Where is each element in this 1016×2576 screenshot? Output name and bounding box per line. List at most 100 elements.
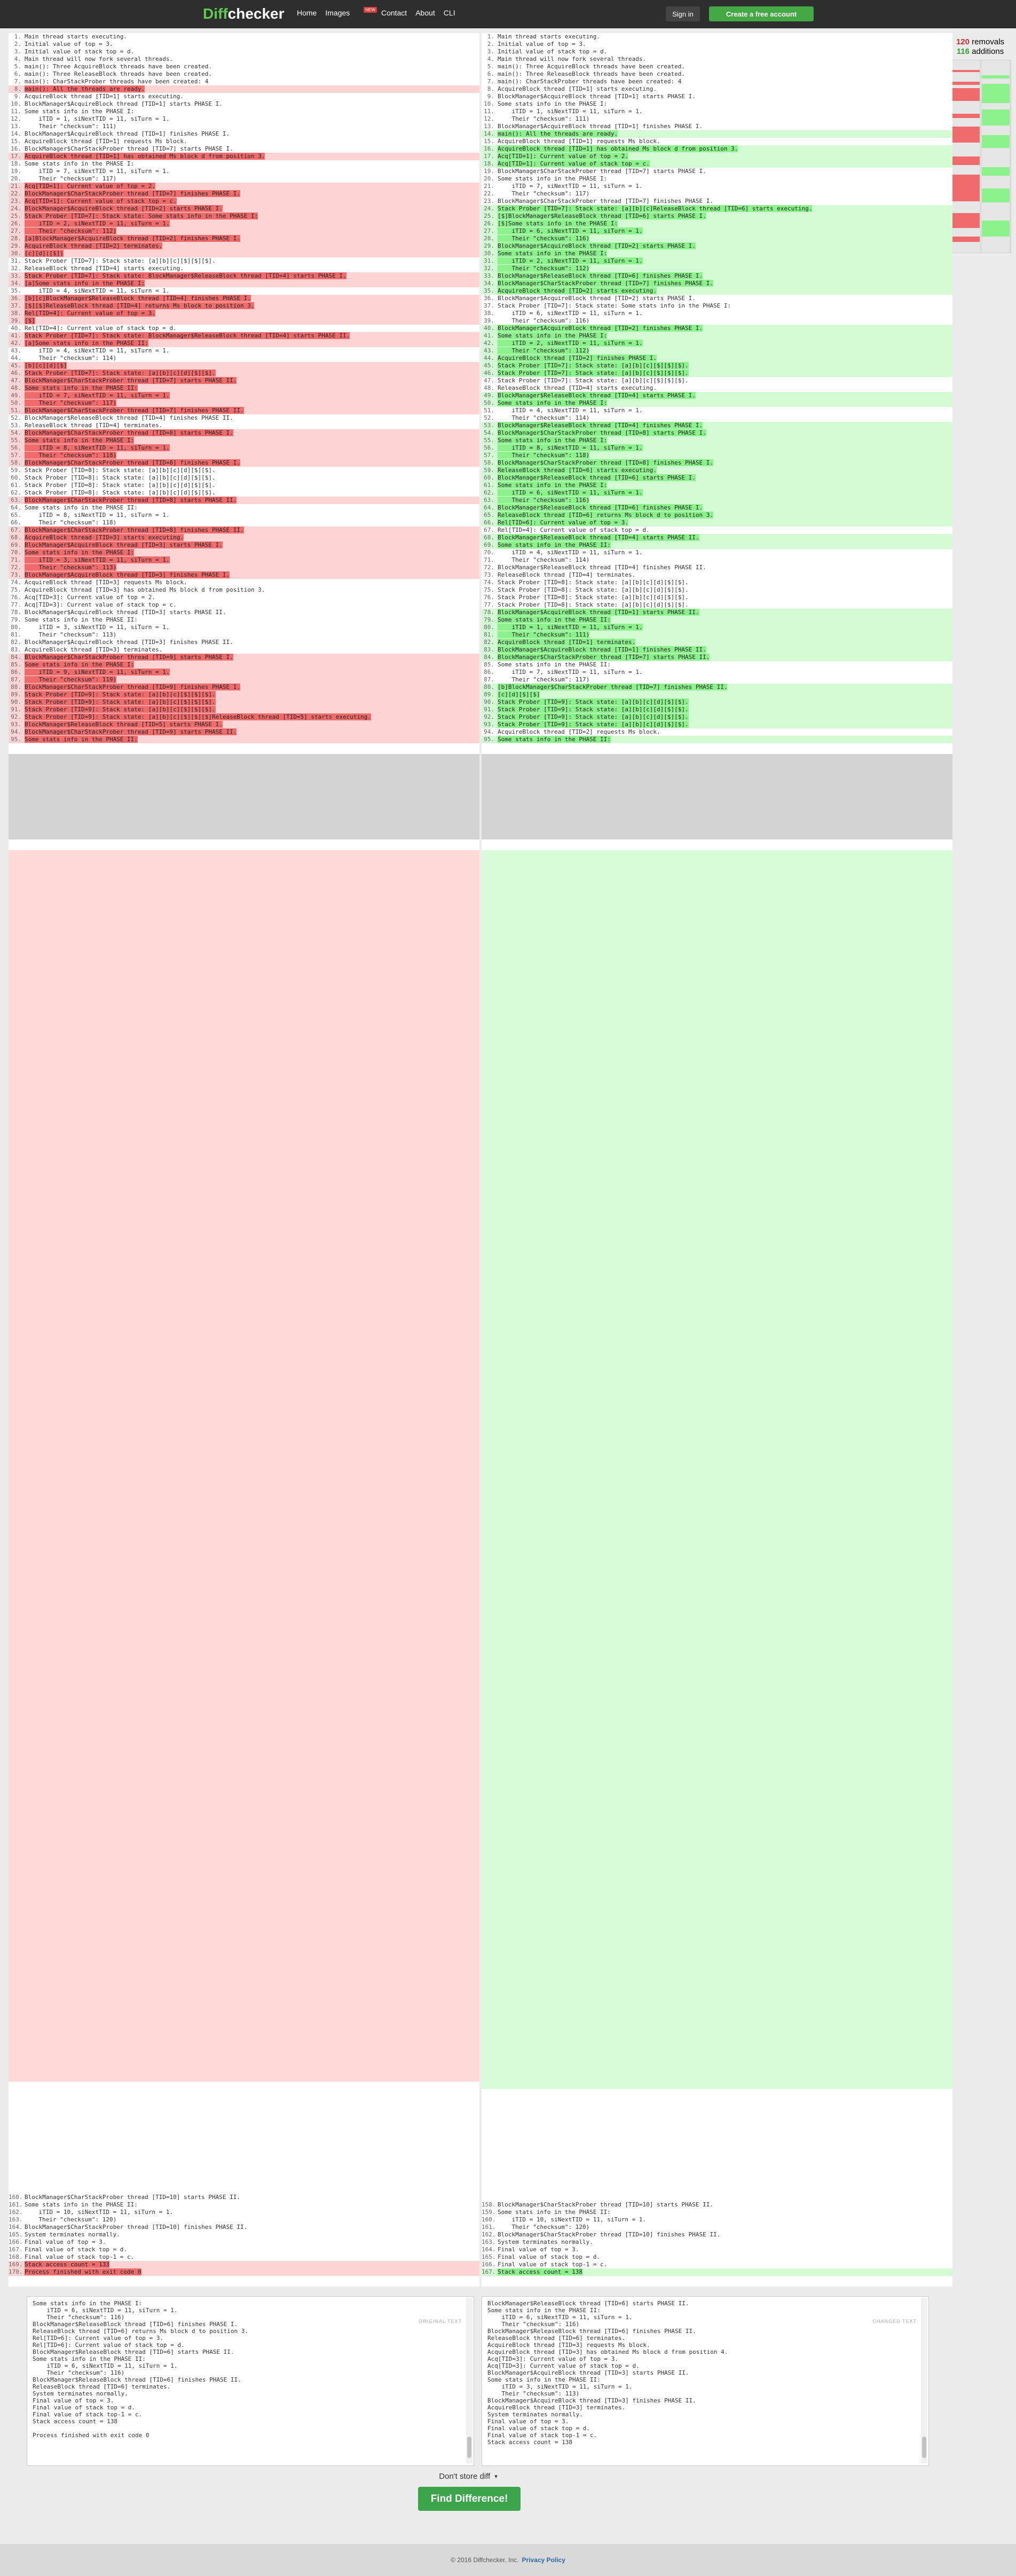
- original-scroll-thumb[interactable]: [467, 2437, 471, 2458]
- line-number: 89.: [484, 691, 494, 698]
- line-number: 160.: [482, 2216, 496, 2223]
- line-text: Main thread starts executing.: [25, 33, 128, 40]
- line-number: 88.: [11, 684, 21, 690]
- left-diff-line: 45.[b][c][d][$]: [9, 362, 479, 370]
- line-number: 164.: [9, 2224, 23, 2231]
- right-diff-line: 80. iTID = 1, siNextTID = 11, siTurn = 1…: [482, 624, 952, 631]
- right-diff-line: 83.BlockManager$AcquireBlock thread [TID…: [482, 646, 952, 654]
- line-text: BlockManager$AcquireBlock thread [TID=1]…: [498, 123, 703, 130]
- line-text: iTID = 4, siNextTID = 11, siTurn = 1.: [25, 287, 170, 294]
- nav-home[interactable]: Home: [297, 9, 317, 17]
- left-diff-line: 21.Acq[TID=1]: Current value of top = 2.: [9, 183, 479, 190]
- right-diff-line: 2.Initial value of top = 3.: [482, 41, 952, 48]
- line-text: System terminates normally.: [498, 2239, 593, 2245]
- privacy-policy-link[interactable]: Privacy Policy: [522, 2556, 565, 2564]
- left-diff-line: 22.BlockManager$CharStackProber thread […: [9, 190, 479, 198]
- line-number: 77.: [11, 601, 21, 608]
- original-text-content[interactable]: Some stats info in the PHASE I: iTID = 6…: [33, 2300, 248, 2439]
- line-number: 31.: [11, 257, 21, 264]
- line-text: Stack Prober [TID=8]: Stack state: [a][b…: [498, 586, 689, 593]
- line-text: Some stats info in the PHASE I:: [498, 482, 608, 489]
- line-text: Main thread will now fork several thread…: [498, 56, 647, 62]
- left-diff-line: 79.Some stats info in the PHASE II:: [9, 616, 479, 624]
- right-diff-line: 64.BlockManager$ReleaseBlock thread [TID…: [482, 504, 952, 512]
- line-text: iTID = 1, siNextTID = 11, siTurn = 1.: [25, 115, 170, 122]
- line-number: 46.: [11, 370, 21, 376]
- line-number: 55.: [484, 437, 494, 444]
- left-diff-line: 50. Their "checksum": 117): [9, 399, 479, 407]
- line-number: 23.: [11, 198, 21, 205]
- original-scrollbar[interactable]: [466, 2298, 472, 2463]
- line-number: 35.: [11, 287, 21, 294]
- line-number: 86.: [11, 669, 21, 676]
- nav-contact[interactable]: Contact: [381, 9, 407, 17]
- right-diff-line: 91.Stack Prober [TID=9]: Stack state: [a…: [482, 706, 952, 713]
- line-text: BlockManager$CharStackProber thread [TID…: [498, 2201, 713, 2208]
- line-text: Their "checksum": 114): [498, 556, 590, 563]
- line-text: Their "checksum": 114): [25, 355, 117, 362]
- right-diff-line: 36.BlockManager$AcquireBlock thread [TID…: [482, 295, 952, 302]
- line-number: 44.: [11, 355, 21, 362]
- line-number: 161.: [482, 2224, 496, 2231]
- line-number: 76.: [484, 594, 494, 601]
- right-diff-line: 54.BlockManager$CharStackProber thread […: [482, 429, 952, 437]
- nav-about[interactable]: About: [415, 9, 435, 17]
- line-number: 91.: [11, 706, 21, 713]
- line-number: 46.: [484, 370, 494, 376]
- line-number: 36.: [11, 295, 21, 302]
- changed-scrollbar[interactable]: [921, 2298, 927, 2463]
- line-number: 59.: [11, 467, 21, 474]
- left-diff-line: 39.[$]: [9, 317, 479, 325]
- line-text: iTID = 1, siNextTID = 11, siTurn = 1.: [498, 624, 643, 631]
- line-number: 33.: [11, 272, 21, 279]
- line-text: BlockManager$AcquireBlock thread [TID=3]…: [25, 571, 230, 578]
- additions-count: 116 additions: [956, 47, 1004, 56]
- line-number: 89.: [11, 691, 21, 698]
- left-diff-line: 3.Initial value of stack top = d.: [9, 48, 479, 56]
- line-number: 34.: [11, 280, 21, 287]
- left-diff-line: 86. iTID = 9, siNextTID = 11, siTurn = 1…: [9, 669, 479, 676]
- find-difference-button[interactable]: Find Difference!: [418, 2487, 521, 2511]
- line-text: Stack Prober [TID=9]: Stack state: [a][b…: [498, 713, 689, 720]
- line-text: BlockManager$CharStackProber thread [TID…: [498, 198, 713, 205]
- signin-button[interactable]: Sign in: [666, 6, 700, 21]
- right-diff-line: 163.System terminates normally.: [482, 2239, 952, 2246]
- line-number: 84.: [484, 654, 494, 661]
- line-number: 94.: [484, 728, 494, 735]
- left-diff-line: 166.Final value of top = 3.: [9, 2239, 479, 2246]
- nav-cli[interactable]: CLI: [443, 9, 455, 17]
- line-text: Their "checksum": 116): [498, 317, 590, 324]
- right-diff-line: 81. Their "checksum": 111): [482, 631, 952, 639]
- left-diff-line: 42.[a]Some stats info in the PHASE II:: [9, 340, 479, 347]
- original-text-box[interactable]: Some stats info in the PHASE I: iTID = 6…: [27, 2296, 474, 2466]
- line-text: Their "checksum": 112): [498, 347, 590, 354]
- line-number: 8.: [487, 85, 494, 92]
- line-number: 94.: [11, 728, 21, 735]
- line-number: 61.: [484, 482, 494, 489]
- changed-scroll-thumb[interactable]: [922, 2437, 926, 2458]
- line-text: Their "checksum": 119): [25, 676, 117, 683]
- line-text: Their "checksum": 111): [498, 631, 590, 638]
- line-text: Final value of top = 3.: [25, 2239, 106, 2245]
- line-number: 3.: [487, 48, 494, 55]
- diff-minimap[interactable]: [950, 60, 1011, 253]
- store-diff-select[interactable]: Don't store diff ▾: [427, 2470, 509, 2483]
- line-number: 53.: [11, 422, 21, 429]
- changed-text-box[interactable]: BlockManager$ReleaseBlock thread [TID=6]…: [482, 2296, 929, 2466]
- line-number: 22.: [484, 190, 494, 197]
- line-number: 38.: [11, 310, 21, 317]
- line-text: Stack Prober [TID=8]: Stack state: [a][b…: [25, 467, 216, 474]
- right-diff-line: 63. Their "checksum": 116): [482, 497, 952, 504]
- line-text: BlockManager$CharStackProber thread [TID…: [25, 497, 237, 504]
- right-diff-line: 5.main(): Three AcquireBlock threads hav…: [482, 63, 952, 70]
- line-number: 95.: [484, 736, 494, 743]
- line-number: 22.: [11, 190, 21, 197]
- line-text: Acq[TID=3]: Current value of stack top =…: [25, 601, 177, 608]
- line-number: 79.: [11, 616, 21, 623]
- line-text: iTID = 2, siNextTID = 11, siTurn = 1.: [25, 220, 170, 227]
- left-diff-line: 89.Stack Prober [TID=9]: Stack state: [a…: [9, 691, 479, 698]
- create-account-button[interactable]: Create a free account: [709, 6, 814, 21]
- changed-text-content[interactable]: BlockManager$ReleaseBlock thread [TID=6]…: [487, 2300, 728, 2446]
